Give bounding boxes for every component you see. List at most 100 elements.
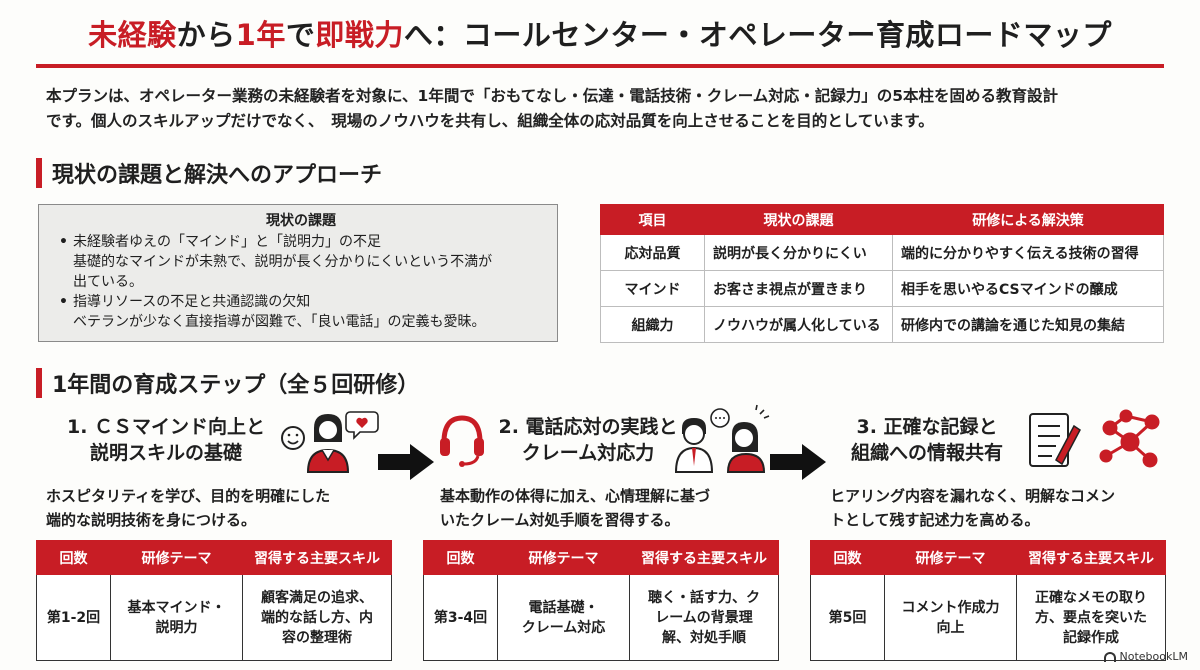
- step-skill-table: 回数 研修テーマ 習得する主要スキル 第5回 コメント作成力向上 正確なメモの取…: [810, 540, 1166, 661]
- footer-brand-text: NotebookLM: [1119, 650, 1188, 663]
- comparison-table: 項目 現状の課題 研修による解決策 応対品質 説明が長く分かりにくい 端的に分か…: [600, 204, 1164, 343]
- step-description: 基本動作の体得に加え、心情理解に基づ いたクレーム対処手順を習得する。: [440, 484, 780, 532]
- column-header: 現状の課題: [704, 204, 893, 235]
- table-row: 第1-2回 基本マインド・説明力 顧客満足の追求、端的な話し方、内容の整理術: [36, 574, 392, 661]
- section-heading-text: 現状の課題と解決へのアプローチ: [52, 163, 383, 188]
- skill-line: 解、対処手順: [662, 629, 746, 646]
- theme-cell: コメント作成力向上: [884, 574, 1017, 661]
- issue-detail: 基礎的なマインドが未熟で、説明が長く分かりにくいという不満が: [73, 254, 493, 270]
- skill-line: 正確なメモの取り: [1035, 589, 1147, 606]
- section-heading-issues: 現状の課題と解決へのアプローチ: [36, 158, 382, 188]
- current-issues-box: 現状の課題 • 未経験者ゆえの「マインド」と「説明力」の不足 基礎的なマインドが…: [38, 204, 558, 342]
- table-cell: マインド: [600, 270, 705, 307]
- table-cell: お客さま視点が置きまり: [704, 270, 893, 307]
- table-cell: 相手を思いやるCSマインドの醸成: [892, 270, 1164, 307]
- step-title-line: 組織への情報共有: [850, 442, 1003, 464]
- column-header: 回数: [36, 540, 111, 575]
- smile-icon: [281, 426, 305, 450]
- theme-line: 説明力: [155, 619, 198, 636]
- session-cell: 第3-4回: [423, 574, 498, 661]
- table-header-row: 項目 現状の課題 研修による解決策: [600, 204, 1164, 235]
- issues-box-heading: 現状の課題: [266, 213, 336, 229]
- intro-line1: 本プランは、オペレーター業務の未経験者を対象に、1年間で「おもてなし・伝達・電話…: [46, 87, 1059, 105]
- column-header: 回数: [810, 540, 885, 575]
- section-accent-bar: [36, 158, 42, 188]
- column-header: 研修テーマ: [884, 540, 1017, 575]
- theme-line: 電話基礎・: [528, 599, 599, 616]
- column-header: 習得する主要スキル: [242, 540, 392, 575]
- table-row: 組織力 ノウハウが属人化している 研修内での講論を通じた知見の集結: [600, 306, 1164, 343]
- theme-line: 基本マインド・: [127, 599, 226, 616]
- step-title-line: 1. ＣＳマインド向上と: [66, 416, 266, 438]
- step-title-line: 2. 電話応対の実践と: [498, 416, 678, 438]
- table-cell: 研修内での講論を通じた知見の集結: [892, 306, 1164, 343]
- table-row: マインド お客さま視点が置きまり 相手を思いやるCSマインドの醸成: [600, 270, 1164, 307]
- skill-line: レームの背景理: [655, 609, 753, 626]
- step-skill-table: 回数 研修テーマ 習得する主要スキル 第1-2回 基本マインド・説明力 顧客満足…: [36, 540, 392, 661]
- column-header: 研修による解決策: [892, 204, 1164, 235]
- column-header: 回数: [423, 540, 498, 575]
- table-cell: 組織力: [600, 306, 705, 343]
- table-cell: 端的に分かりやすく伝える技術の習得: [892, 234, 1164, 271]
- step-desc-line: 基本動作の体得に加え、心情理解に基づ: [440, 487, 711, 505]
- talking-people-icon: [674, 404, 770, 473]
- column-header: 研修テーマ: [110, 540, 243, 575]
- title-part2: から: [176, 18, 236, 52]
- table-row: 応対品質 説明が長く分かりにくい 端的に分かりやすく伝える技術の習得: [600, 234, 1164, 271]
- title-part4: で: [285, 18, 316, 52]
- arrow-right-icon: [378, 444, 434, 480]
- step-desc-line: 端的な説明技術を身につける。: [46, 511, 257, 529]
- step-title: 3. 正確な記録と 組織への情報共有: [832, 414, 1022, 466]
- bullet-icon: •: [59, 234, 68, 250]
- column-header: 研修テーマ: [497, 540, 630, 575]
- skill-line: 容の整理術: [282, 629, 352, 646]
- bullet-icon: •: [59, 294, 68, 310]
- column-header: 項目: [600, 204, 705, 235]
- step-desc-line: いたクレーム対処手順を習得する。: [440, 511, 680, 529]
- theme-line: コメント作成力: [901, 599, 1000, 616]
- skill-line: 方、要点を突いた: [1035, 609, 1147, 626]
- network-icon: [1099, 409, 1160, 468]
- column-header: 習得する主要スキル: [1016, 540, 1166, 575]
- intro-line2: です。個人のスキルアップだけでなく、 現場のノウハウを共有し、組織全体の応対品質…: [46, 112, 934, 130]
- table-row: 第3-4回 電話基礎・クレーム対応 聴く・話す力、クレームの背景理解、対処手順: [423, 574, 779, 661]
- table-header-row: 回数 研修テーマ 習得する主要スキル: [36, 540, 392, 575]
- step-title: 1. ＣＳマインド向上と 説明スキルの基礎: [56, 414, 276, 466]
- theme-cell: 基本マインド・説明力: [110, 574, 243, 661]
- column-header: 習得する主要スキル: [629, 540, 779, 575]
- operator-person-icon: [281, 411, 379, 473]
- table-cell: 応対品質: [600, 234, 705, 271]
- skill-cell: 正確なメモの取り方、要点を突いた記録作成: [1016, 574, 1166, 661]
- title-part3: 1年: [235, 18, 286, 52]
- skill-line: 顧客満足の追求、: [261, 589, 373, 606]
- arrow-right-icon: [770, 444, 826, 480]
- session-cell: 第5回: [810, 574, 885, 661]
- skill-line: 聴く・話す力、ク: [648, 589, 760, 606]
- section-heading-text: 1年間の育成ステップ（全５回研修）: [52, 373, 420, 398]
- headset-icon: [440, 415, 484, 467]
- session-cell: 第1-2回: [36, 574, 111, 661]
- page-title: 未経験から1年で即戦力へ：コールセンター・オペレーター育成ロードマップ: [0, 12, 1200, 54]
- table-cell: 説明が長く分かりにくい: [704, 234, 893, 271]
- intro-text: 本プランは、オペレーター業務の未経験者を対象に、1年間で「おもてなし・伝達・電話…: [46, 84, 1166, 134]
- title-divider: [36, 64, 1164, 68]
- table-cell: ノウハウが属人化している: [704, 306, 893, 343]
- step-description: ホスピタリティを学び、目的を明確にした 端的な説明技術を身につける。: [46, 484, 386, 532]
- step-desc-line: トとして残す記述力を高める。: [830, 511, 1040, 529]
- issue-title: 未経験者ゆえの「マインド」と「説明力」の不足: [73, 234, 381, 250]
- issue-item: • 未経験者ゆえの「マインド」と「説明力」の不足: [59, 232, 543, 252]
- section-heading-steps: 1年間の育成ステップ（全５回研修）: [36, 368, 419, 398]
- theme-line: クレーム対応: [521, 619, 606, 636]
- title-part6: へ：コールセンター・オペレーター育成ロードマップ: [403, 18, 1112, 52]
- section-accent-bar: [36, 368, 42, 398]
- skill-line: 端的な話し方、内: [261, 609, 373, 626]
- footer-brand: NotebookLM: [1103, 650, 1188, 663]
- issue-detail: 出ている。: [73, 274, 143, 290]
- step-desc-line: ヒアリング内容を漏れなく、明解なコメン: [830, 487, 1116, 505]
- issue-item: • 指導リソースの不足と共通認識の欠知: [59, 292, 543, 312]
- title-part1: 未経験: [88, 18, 177, 52]
- table-header-row: 回数 研修テーマ 習得する主要スキル: [423, 540, 779, 575]
- skill-cell: 顧客満足の追求、端的な話し方、内容の整理術: [242, 574, 392, 661]
- table-row: 第5回 コメント作成力向上 正確なメモの取り方、要点を突いた記録作成: [810, 574, 1166, 661]
- theme-cell: 電話基礎・クレーム対応: [497, 574, 630, 661]
